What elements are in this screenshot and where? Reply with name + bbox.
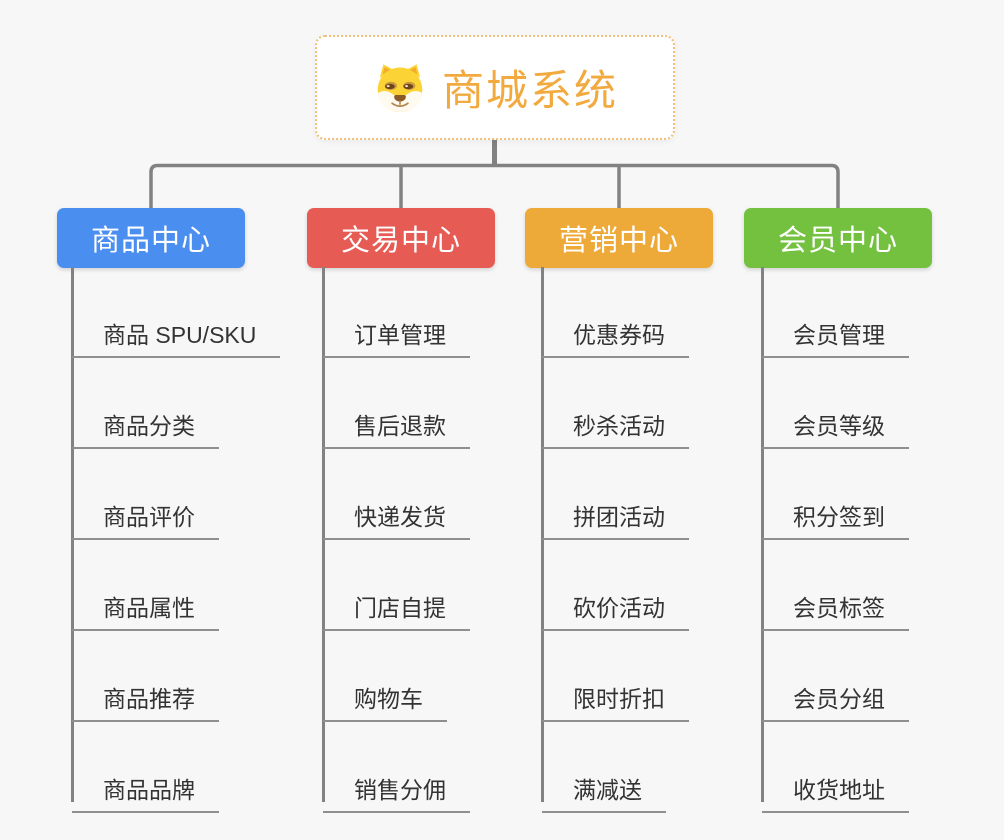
subtopic[interactable]: 会员分组 xyxy=(762,684,909,722)
branch-label: 营销中心 xyxy=(558,225,679,257)
subtopic[interactable]: 砍价活动 xyxy=(542,593,689,631)
trunk-line xyxy=(70,267,74,802)
children-column-product-center: 商品 SPU/SKU 商品分类 商品评价 商品属性 商品推荐 商品品牌 xyxy=(70,267,281,813)
doge-icon xyxy=(377,63,423,112)
subtopic[interactable]: 积分签到 xyxy=(762,502,909,540)
subtopic[interactable]: 商品属性 xyxy=(72,593,219,631)
trunk-line xyxy=(321,267,325,802)
subtopic[interactable]: 收货地址 xyxy=(762,775,909,813)
children-column-marketing-center: 优惠券码 秒杀活动 拼团活动 砍价活动 限时折扣 满减送 xyxy=(540,267,689,813)
branch-topic-member-center[interactable]: 会员中心 xyxy=(744,208,932,268)
branch-label: 会员中心 xyxy=(777,225,898,257)
subtopic[interactable]: 会员标签 xyxy=(762,593,909,631)
subtopic[interactable]: 会员等级 xyxy=(762,411,909,449)
subtopic[interactable]: 满减送 xyxy=(542,775,666,813)
subtopic[interactable]: 会员管理 xyxy=(762,320,909,358)
children-column-member-center: 会员管理 会员等级 积分签到 会员标签 会员分组 收货地址 xyxy=(760,267,909,813)
subtopic[interactable]: 售后退款 xyxy=(323,411,470,449)
branch-rail-line xyxy=(149,163,840,209)
subtopic[interactable]: 快递发货 xyxy=(323,502,470,540)
root-topic[interactable]: 商城系统 xyxy=(315,35,675,140)
root-title: 商城系统 xyxy=(441,67,618,114)
trunk-line xyxy=(760,267,764,802)
subtopic[interactable]: 商品 SPU/SKU xyxy=(72,320,281,358)
children-column-trade-center: 订单管理 售后退款 快递发货 门店自提 购物车 销售分佣 xyxy=(321,267,470,813)
branch-label: 商品中心 xyxy=(90,225,211,257)
branch-topic-product-center[interactable]: 商品中心 xyxy=(57,208,245,268)
trunk-line xyxy=(540,267,544,802)
subtopic[interactable]: 购物车 xyxy=(323,684,447,722)
subtopic[interactable]: 优惠券码 xyxy=(542,320,689,358)
subtopic[interactable]: 门店自提 xyxy=(323,593,470,631)
subtopic[interactable]: 商品分类 xyxy=(72,411,219,449)
subtopic[interactable]: 秒杀活动 xyxy=(542,411,689,449)
branch-topic-trade-center[interactable]: 交易中心 xyxy=(307,208,495,268)
subtopic[interactable]: 限时折扣 xyxy=(542,684,689,722)
subtopic[interactable]: 商品推荐 xyxy=(72,684,219,722)
branch-label: 交易中心 xyxy=(340,225,461,257)
subtopic[interactable]: 商品品牌 xyxy=(72,775,219,813)
branch-topic-marketing-center[interactable]: 营销中心 xyxy=(525,208,713,268)
subtopic[interactable]: 销售分佣 xyxy=(323,775,470,813)
subtopic[interactable]: 拼团活动 xyxy=(542,502,689,540)
subtopic[interactable]: 商品评价 xyxy=(72,502,219,540)
subtopic[interactable]: 订单管理 xyxy=(323,320,470,358)
